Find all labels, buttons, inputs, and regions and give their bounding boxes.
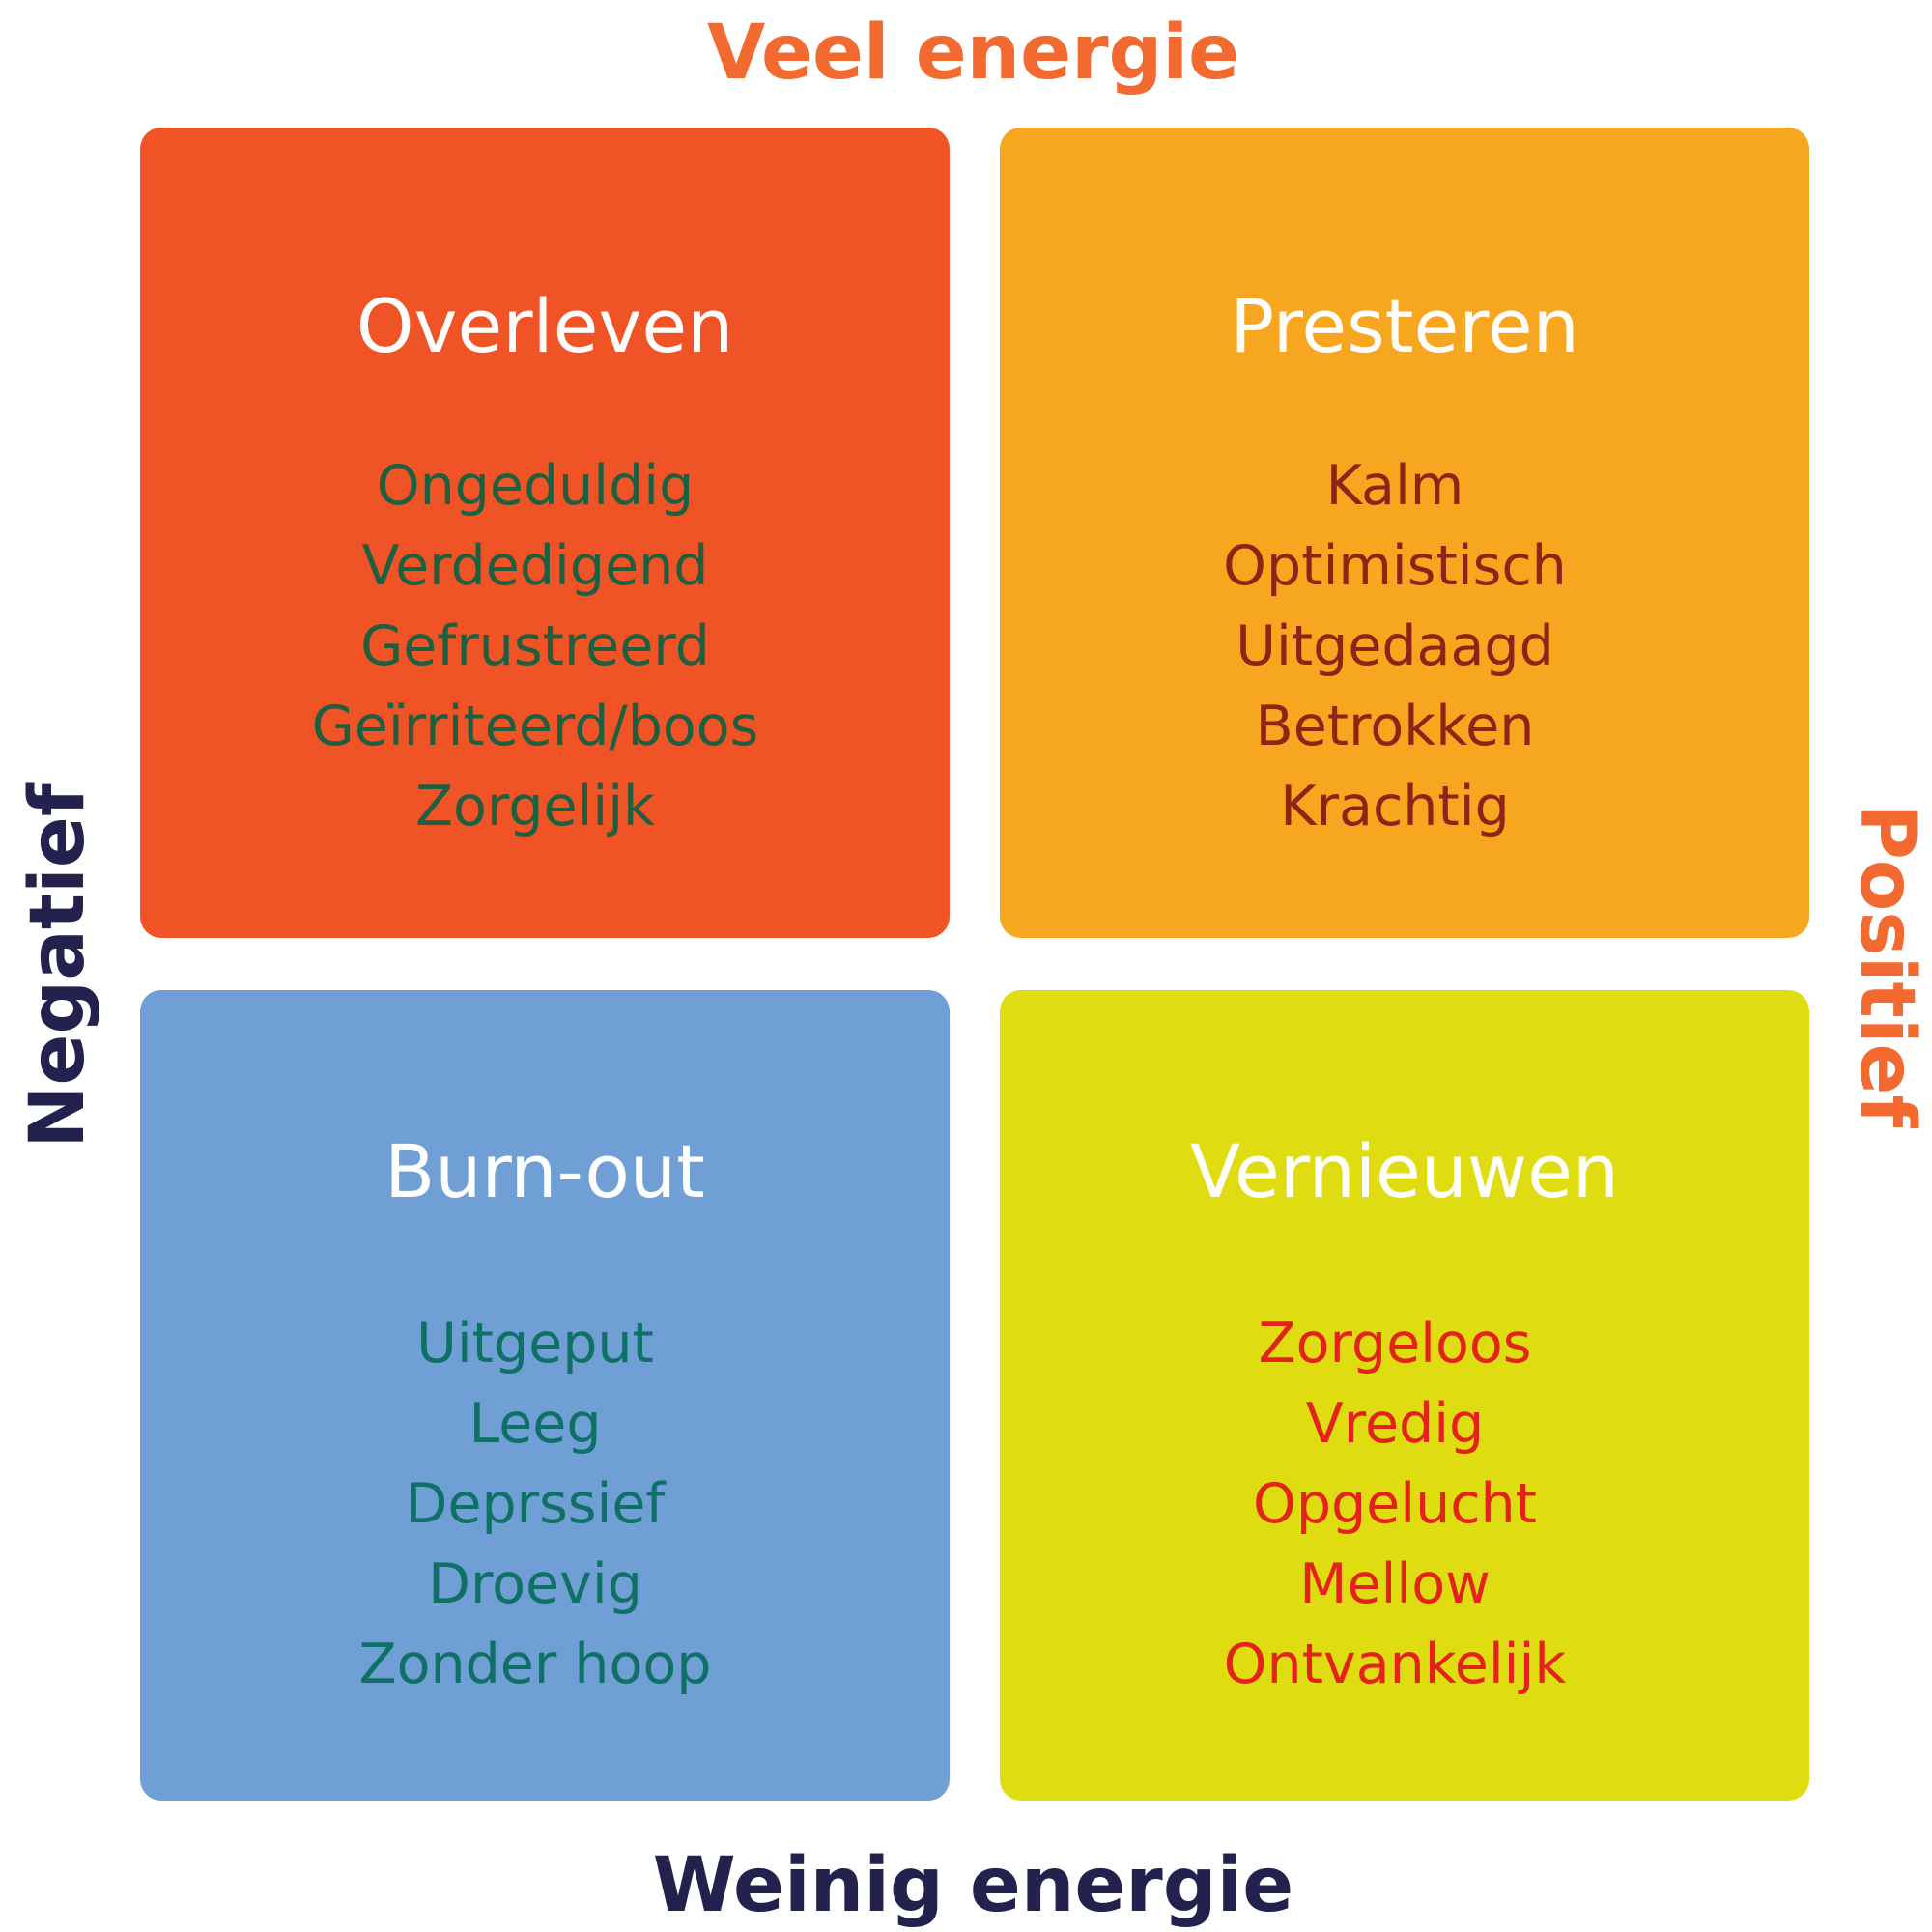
axis-label-negative: Negatief [14, 783, 101, 1149]
list-item: Geïrriteerd/boos [311, 695, 759, 758]
list-item: Uitgeput [416, 1312, 654, 1376]
quadrant-presteren: Presteren Kalm Optimistisch Uitgedaagd B… [1000, 128, 1809, 938]
list-item: Gefrustreerd [360, 614, 710, 678]
quadrant-title: Burn-out [384, 1128, 705, 1214]
axis-label-positive: Positief [1843, 804, 1930, 1128]
state-list: Ongeduldig Verdedigend Gefrustreerd Geïr… [121, 446, 950, 847]
list-item: Ongeduldig [376, 454, 695, 518]
list-item: Kalm [1325, 454, 1464, 518]
quadrant-title: Vernieuwen [1189, 1128, 1620, 1214]
state-list: Zorgeloos Vredig Opgelucht Mellow Ontvan… [980, 1304, 1809, 1705]
list-item: Deprssief [405, 1472, 666, 1536]
quadrant-burn-out: Burn-out Uitgeput Leeg Deprssief Droevig… [140, 990, 950, 1801]
axis-label-low-energy: Weinig energie [652, 1842, 1294, 1929]
quadrant-title: Overleven [355, 283, 734, 369]
list-item: Droevig [428, 1552, 642, 1616]
list-item: Betrokken [1255, 695, 1535, 758]
state-list: Uitgeput Leeg Deprssief Droevig Zonder h… [121, 1304, 950, 1705]
list-item: Zorgelijk [414, 775, 656, 838]
list-item: Vredig [1305, 1392, 1485, 1456]
state-list: Kalm Optimistisch Uitgedaagd Betrokken K… [980, 446, 1809, 847]
list-item: Krachtig [1280, 775, 1510, 838]
list-item: Zorgeloos [1258, 1312, 1532, 1376]
list-item: Verdedigend [361, 534, 709, 598]
list-item: Optimistisch [1223, 534, 1567, 598]
quadrant-title: Presteren [1230, 283, 1579, 369]
quadrant-vernieuwen: Vernieuwen Zorgeloos Vredig Opgelucht Me… [1000, 990, 1809, 1801]
list-item: Uitgedaagd [1236, 614, 1554, 678]
list-item: Leeg [469, 1392, 602, 1456]
list-item: Mellow [1299, 1552, 1491, 1616]
list-item: Opgelucht [1252, 1472, 1538, 1536]
list-item: Zonder hoop [358, 1633, 712, 1696]
axis-label-high-energy: Veel energie [706, 10, 1240, 97]
list-item: Ontvankelijk [1223, 1633, 1567, 1696]
quadrant-overleven: Overleven Ongeduldig Verdedigend Gefrust… [140, 128, 950, 938]
